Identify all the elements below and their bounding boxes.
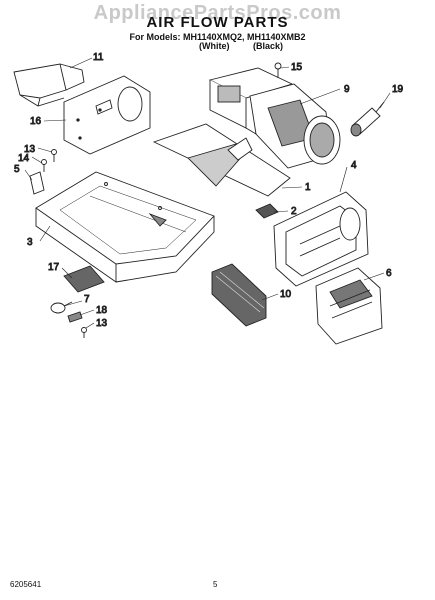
part-17-plate xyxy=(63,265,105,293)
variant-white: (White) xyxy=(199,41,230,51)
part-7-lamp xyxy=(50,301,73,314)
callout-9: 9 xyxy=(344,84,350,95)
page-title: AIR FLOW PARTS xyxy=(146,14,289,31)
part-2-clip xyxy=(255,203,279,219)
part-13-screw-upper xyxy=(51,149,57,162)
watermark: AppliancePartsPros.com xyxy=(93,2,342,24)
leader-lines xyxy=(24,57,391,329)
callout-13-lower: 13 xyxy=(96,318,108,329)
part-13-screw-lower xyxy=(81,327,87,338)
page-number: 5 xyxy=(213,580,218,589)
callout-16: 16 xyxy=(30,116,42,127)
callout-17: 17 xyxy=(48,262,60,273)
variant-black: (Black) xyxy=(253,41,284,51)
callout-1: 1 xyxy=(305,182,311,193)
part-6-vent-insert xyxy=(315,267,383,345)
part-19-capacitor xyxy=(350,101,385,137)
callout-10: 10 xyxy=(280,289,292,300)
callout-13-upper: 13 xyxy=(24,144,36,155)
callout-6: 6 xyxy=(386,268,392,279)
part-1-air-guide xyxy=(152,123,291,197)
callout-2: 2 xyxy=(291,206,297,217)
model-numbers: For Models: MH1140XMQ2, MH1140XMB2 xyxy=(129,32,306,42)
callout-19: 19 xyxy=(392,84,404,95)
callout-11: 11 xyxy=(93,52,104,63)
callout-14: 14 xyxy=(18,153,30,164)
part-14-screw xyxy=(41,159,47,172)
part-11-duct-bracket xyxy=(13,63,85,107)
callout-5: 5 xyxy=(14,164,20,175)
part-3-base-plate xyxy=(35,171,215,283)
part-9-blower-assembly xyxy=(208,67,341,169)
document-number: 6205641 xyxy=(10,580,42,589)
callout-3: 3 xyxy=(27,237,33,248)
part-4-vent-frame xyxy=(273,191,369,287)
part-15-screw xyxy=(274,62,282,78)
part-16-side-panel xyxy=(63,75,151,155)
part-10-filter xyxy=(211,263,267,327)
callout-7: 7 xyxy=(84,294,90,305)
part-5-bracket xyxy=(29,171,45,195)
callout-15: 15 xyxy=(291,62,303,73)
callout-18: 18 xyxy=(96,305,108,316)
callout-4: 4 xyxy=(351,160,357,171)
part-18-socket xyxy=(67,311,83,323)
